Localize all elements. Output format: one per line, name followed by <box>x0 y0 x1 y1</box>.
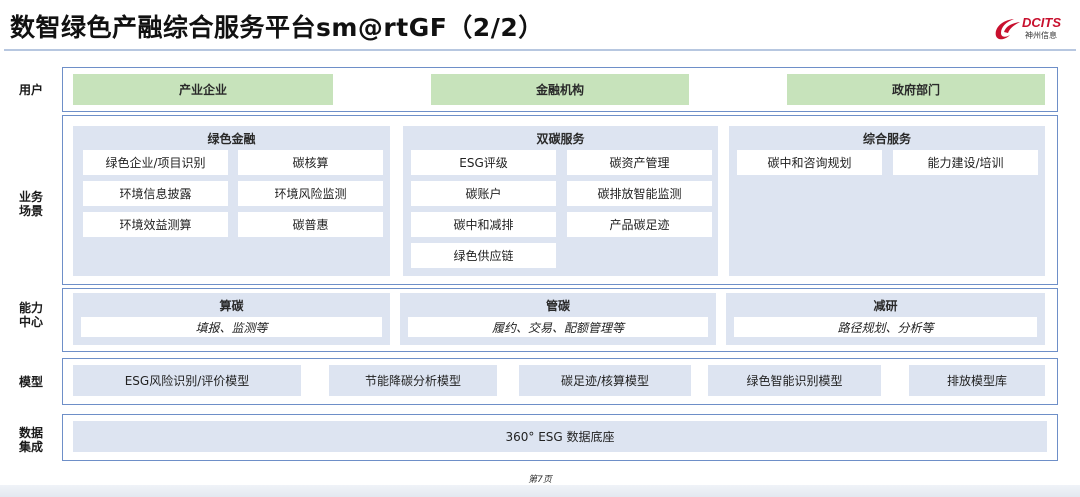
data-foundation: 360° ESG 数据底座 <box>73 421 1047 452</box>
capability-panel: 减研 路径规划、分析等 <box>726 293 1045 345</box>
scenario-item: 碳核算 <box>238 150 383 175</box>
scenario-item: 碳普惠 <box>238 212 383 237</box>
row-label-scenarios: 业务场景 <box>4 190 58 218</box>
scenario-item: 环境效益测算 <box>83 212 228 237</box>
user-government: 政府部门 <box>787 74 1045 105</box>
user-industry: 产业企业 <box>73 74 333 105</box>
scenario-item: ESG评级 <box>411 150 556 175</box>
panel-title: 管碳 <box>545 299 570 313</box>
scenario-item: 环境信息披露 <box>83 181 228 206</box>
capability-desc: 填报、监测等 <box>81 317 382 337</box>
capability-desc: 履约、交易、配额管理等 <box>408 317 708 337</box>
logo-subtitle: 神州信息 <box>1025 31 1057 40</box>
panel-integrated-services: 综合服务 碳中和咨询规划 能力建设/培训 <box>729 126 1045 276</box>
row-label-users: 用户 <box>18 83 43 97</box>
model-item: 排放模型库 <box>909 365 1045 396</box>
capability-panel: 算碳 填报、监测等 <box>73 293 390 345</box>
capability-panel: 管碳 履约、交易、配额管理等 <box>400 293 716 345</box>
panel-green-finance: 绿色金融 绿色企业/项目识别 碳核算 环境信息披露 环境风险监测 环境效益测算 … <box>73 126 390 276</box>
panel-title: 双碳服务 <box>536 132 585 146</box>
panel-title: 算碳 <box>219 299 244 313</box>
row-label-scenarios-text: 业务场景 <box>18 190 43 218</box>
row-label-capability: 能力中心 <box>4 301 58 329</box>
row-label-data-text: 数据集成 <box>18 426 43 454</box>
user-finance: 金融机构 <box>431 74 689 105</box>
scenario-item: 碳中和减排 <box>411 212 556 237</box>
row-label-data: 数据集成 <box>4 426 58 454</box>
scenario-item: 碳排放智能监测 <box>567 181 712 206</box>
scenario-item: 碳中和咨询规划 <box>737 150 882 175</box>
page-number: 第7页 <box>528 475 552 485</box>
scenario-item: 碳账户 <box>411 181 556 206</box>
users-band: 产业企业 金融机构 政府部门 <box>62 67 1058 112</box>
logo-brand: DCITS <box>1022 15 1061 30</box>
logo-swoosh-icon <box>995 19 1020 40</box>
row-label-capability-text: 能力中心 <box>18 301 43 329</box>
panel-title: 综合服务 <box>862 132 911 146</box>
scenario-item: 环境风险监测 <box>238 181 383 206</box>
scenario-item: 产品碳足迹 <box>567 212 712 237</box>
model-item: 节能降碳分析模型 <box>329 365 497 396</box>
scenario-item: 绿色供应链 <box>411 243 556 268</box>
model-item: 绿色智能识别模型 <box>708 365 881 396</box>
page-title: 数智绿色产融综合服务平台sm@rtGF（2/2） <box>10 13 544 42</box>
panel-title: 减研 <box>873 299 898 313</box>
footer-bar <box>0 485 1080 497</box>
data-band: 360° ESG 数据底座 <box>62 414 1058 461</box>
scenarios-band: 绿色金融 绿色企业/项目识别 碳核算 环境信息披露 环境风险监测 环境效益测算 … <box>62 115 1058 285</box>
company-logo: DCITS 神州信息 <box>992 14 1072 44</box>
model-item: ESG风险识别/评价模型 <box>73 365 301 396</box>
row-label-models: 模型 <box>18 375 43 389</box>
panel-dual-carbon: 双碳服务 ESG评级 碳资产管理 碳账户 碳排放智能监测 碳中和减排 产品碳足迹… <box>403 126 718 276</box>
scenario-item: 碳资产管理 <box>567 150 712 175</box>
title-divider <box>4 49 1076 51</box>
capability-band: 算碳 填报、监测等 管碳 履约、交易、配额管理等 减研 路径规划、分析等 <box>62 288 1058 352</box>
panel-title: 绿色金融 <box>207 132 256 146</box>
scenario-item: 能力建设/培训 <box>893 150 1038 175</box>
scenario-item: 绿色企业/项目识别 <box>83 150 228 175</box>
models-band: ESG风险识别/评价模型 节能降碳分析模型 碳足迹/核算模型 绿色智能识别模型 … <box>62 358 1058 405</box>
capability-desc: 路径规划、分析等 <box>734 317 1037 337</box>
model-item: 碳足迹/核算模型 <box>519 365 691 396</box>
